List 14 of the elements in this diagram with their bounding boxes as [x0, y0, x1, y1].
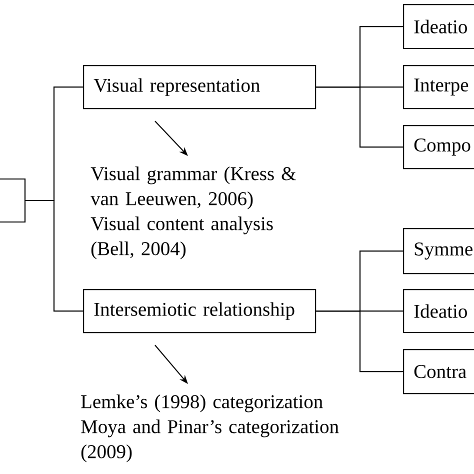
category-box: Interpe	[403, 65, 474, 110]
connector-line	[316, 310, 403, 372]
category-box: Intersemiotic relationship	[83, 289, 316, 334]
category-box: Symme	[403, 228, 474, 274]
connector-line	[26, 200, 83, 312]
connector-line	[316, 86, 403, 148]
category-box: Visual representation	[83, 65, 316, 110]
category-box: Ideatio	[403, 4, 474, 50]
category-box: Ideatio	[403, 289, 474, 334]
category-box: Contra	[403, 349, 474, 394]
reference-text: Lemke’s (1998) categorization Moya and Pinar’s categorization (2009)	[81, 394, 339, 462]
category-box: Compo	[403, 125, 474, 170]
reference-text: Visual grammar (Kress & van Leeuwen, 2006) Visual content analysis (Bell, 2004)	[90, 166, 296, 260]
empty-box	[0, 178, 26, 223]
